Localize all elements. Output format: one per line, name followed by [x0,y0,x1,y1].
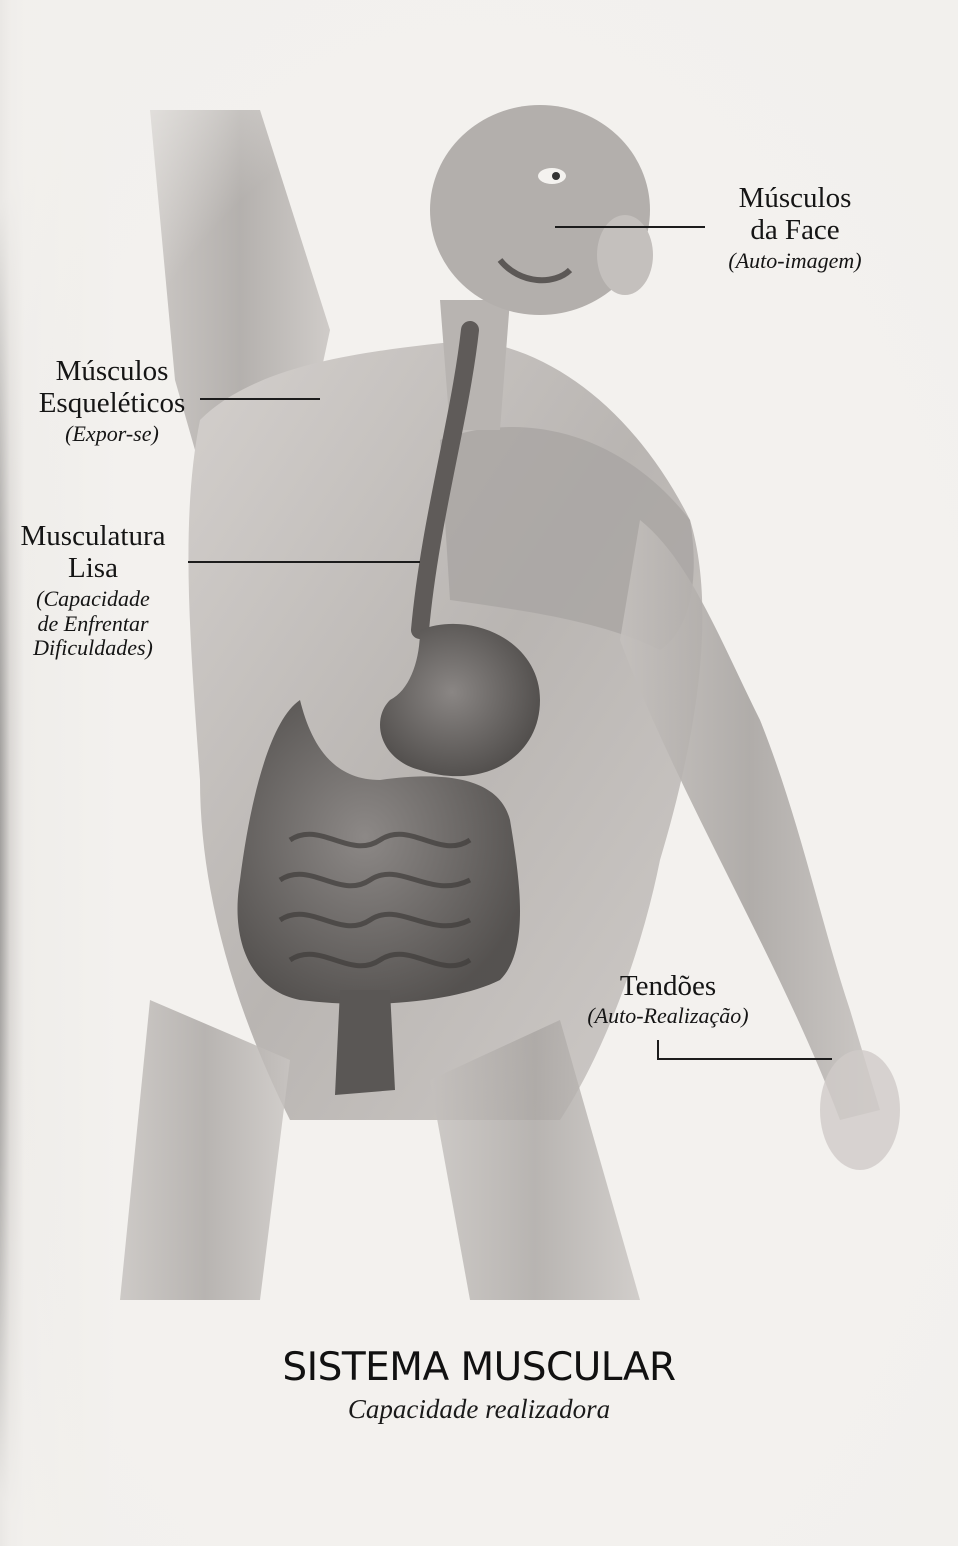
leader-tendons-horizontal [657,1058,832,1060]
label-face-name-line2: da Face [700,214,890,246]
leader-face [555,226,705,228]
label-smooth-meaning-line3: Dificuldades) [0,636,186,661]
label-smooth-name-line1: Musculatura [0,520,186,552]
title-block: SISTEMA MUSCULAR Capacidade realizadora [0,1345,958,1425]
label-smooth-muscles: Musculatura Lisa (Capacidade de Enfrenta… [0,520,186,661]
label-face-muscles: Músculos da Face (Auto-imagem) [700,182,890,274]
label-tendons-name: Tendões [568,970,768,1002]
label-skeletal-name-line2: Esqueléticos [12,387,212,419]
leader-tendons-vertical [657,1040,659,1060]
label-face-name-line1: Músculos [700,182,890,214]
label-skeletal-muscles: Músculos Esqueléticos (Expor-se) [12,355,212,447]
label-tendons: Tendões (Auto-Realização) [568,970,768,1029]
diagram-subtitle: Capacidade realizadora [0,1394,958,1425]
leader-smooth [188,561,420,563]
label-tendons-meaning: (Auto-Realização) [568,1004,768,1029]
label-smooth-meaning-line2: de Enfrentar [0,612,186,637]
label-smooth-meaning-line1: (Capacidade [0,587,186,612]
diagram-title: SISTEMA MUSCULAR [0,1345,958,1390]
leader-skeletal [200,398,320,400]
label-skeletal-name-line1: Músculos [12,355,212,387]
label-skeletal-meaning: (Expor-se) [12,422,212,447]
label-smooth-name-line2: Lisa [0,552,186,584]
label-face-meaning: (Auto-imagem) [700,249,890,274]
